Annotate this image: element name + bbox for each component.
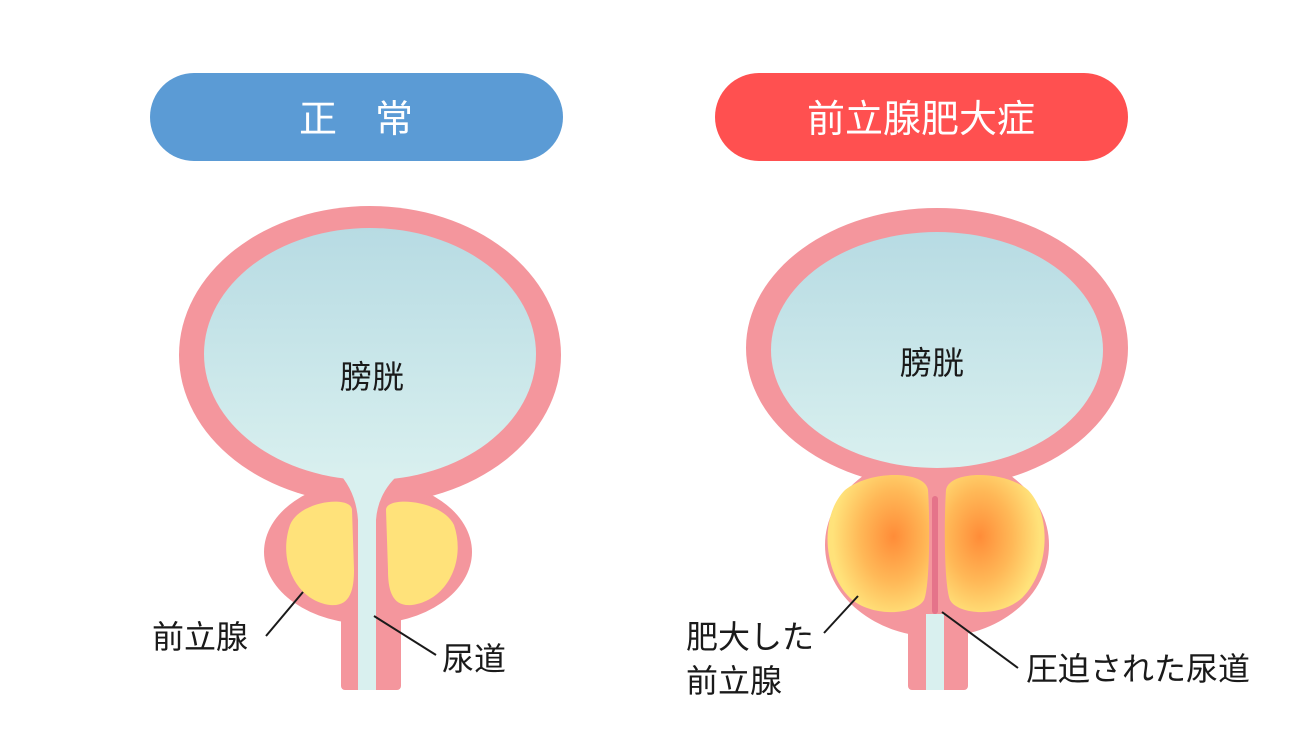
bph-urethra-label: 圧迫された尿道 (1026, 650, 1250, 688)
bph-urethra-leader-line (941, 611, 1019, 669)
bph-bladder-label: 膀胱 (900, 344, 964, 382)
normal-prostate-label: 前立腺 (152, 618, 248, 656)
bph-prostate-label-line2: 前立腺 (686, 662, 782, 700)
bph-prostate-lobe-right (944, 475, 1045, 613)
normal-header-pill (150, 73, 563, 161)
normal-bladder-lumen (204, 228, 536, 480)
bph-bladder-lumen (771, 232, 1103, 468)
normal-panel: 正 常 膀胱 前立腺 尿道 (150, 73, 563, 690)
normal-prostate-lobe-right (386, 501, 458, 606)
normal-prostate-lobe-left (286, 501, 354, 606)
normal-urethra-lumen (358, 605, 376, 690)
bph-compressed-urethra (932, 496, 938, 614)
normal-prostate-leader-line (265, 591, 304, 637)
bph-header-text: 前立腺肥大症 (807, 97, 1035, 141)
bph-prostate-leader-line (823, 595, 859, 634)
bph-panel: 前立腺肥大症 膀胱 肥大した 前立腺 圧迫された尿道 (686, 73, 1250, 700)
normal-bladder-label: 膀胱 (340, 358, 404, 396)
normal-urethra-leader-line (373, 615, 437, 656)
bph-prostate-label-line1: 肥大した (686, 618, 814, 656)
normal-bladder-neck (336, 470, 404, 690)
bph-prostate-lobe-left (827, 475, 930, 613)
normal-header-text: 正 常 (299, 97, 413, 141)
bph-header-pill (715, 73, 1128, 161)
normal-urethra-label: 尿道 (442, 640, 506, 678)
bph-urethra-lumen (926, 614, 944, 690)
